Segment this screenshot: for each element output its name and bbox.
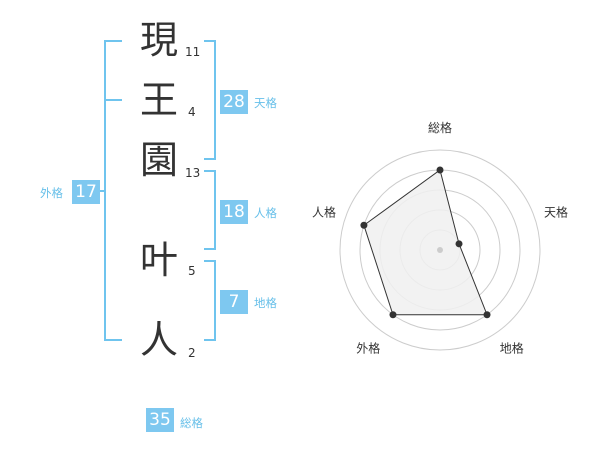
name-char-3: 園: [140, 138, 179, 182]
chikaku-label: 地格: [254, 296, 277, 310]
stroke-count-3: 13: [185, 166, 201, 180]
radar-axis-label: 人格: [312, 204, 336, 219]
soukaku-value-badge: 35: [146, 408, 174, 432]
radar-point-4: [389, 311, 397, 319]
stroke-count-4: 5: [188, 264, 196, 278]
radar-point-1: [436, 166, 444, 174]
stroke-count-2: 4: [188, 105, 196, 119]
chikaku-value-badge: 7: [220, 290, 248, 314]
radar-point-3: [483, 311, 491, 319]
tenkaku-label: 天格: [254, 96, 277, 110]
radar-axis-label: 総格: [428, 120, 452, 135]
radar-axis-label: 地格: [500, 341, 524, 356]
gaikaku-label: 外格: [40, 186, 63, 200]
soukaku-label: 総格: [180, 416, 203, 430]
gaikaku-value-badge: 17: [72, 180, 100, 204]
radar-axis-label: 外格: [356, 341, 380, 356]
radar-center-dot: [437, 247, 443, 253]
jinkaku-label: 人格: [254, 206, 277, 220]
radar-axis-label: 天格: [544, 204, 568, 219]
name-char-1: 現: [140, 18, 179, 62]
name-char-5: 人: [140, 318, 179, 362]
radar-data-polygon: [363, 169, 488, 316]
stroke-count-5: 2: [188, 346, 196, 360]
name-char-2: 王: [140, 78, 179, 122]
stroke-count-1: 11: [185, 45, 201, 59]
radar-grid-ring: [339, 149, 541, 351]
radar-point-5: [360, 221, 368, 229]
jinkaku-value-badge: 18: [220, 200, 248, 224]
radar-point-2: [455, 240, 463, 248]
name-char-4: 叶: [140, 238, 179, 282]
tenkaku-value-badge: 28: [220, 90, 248, 114]
